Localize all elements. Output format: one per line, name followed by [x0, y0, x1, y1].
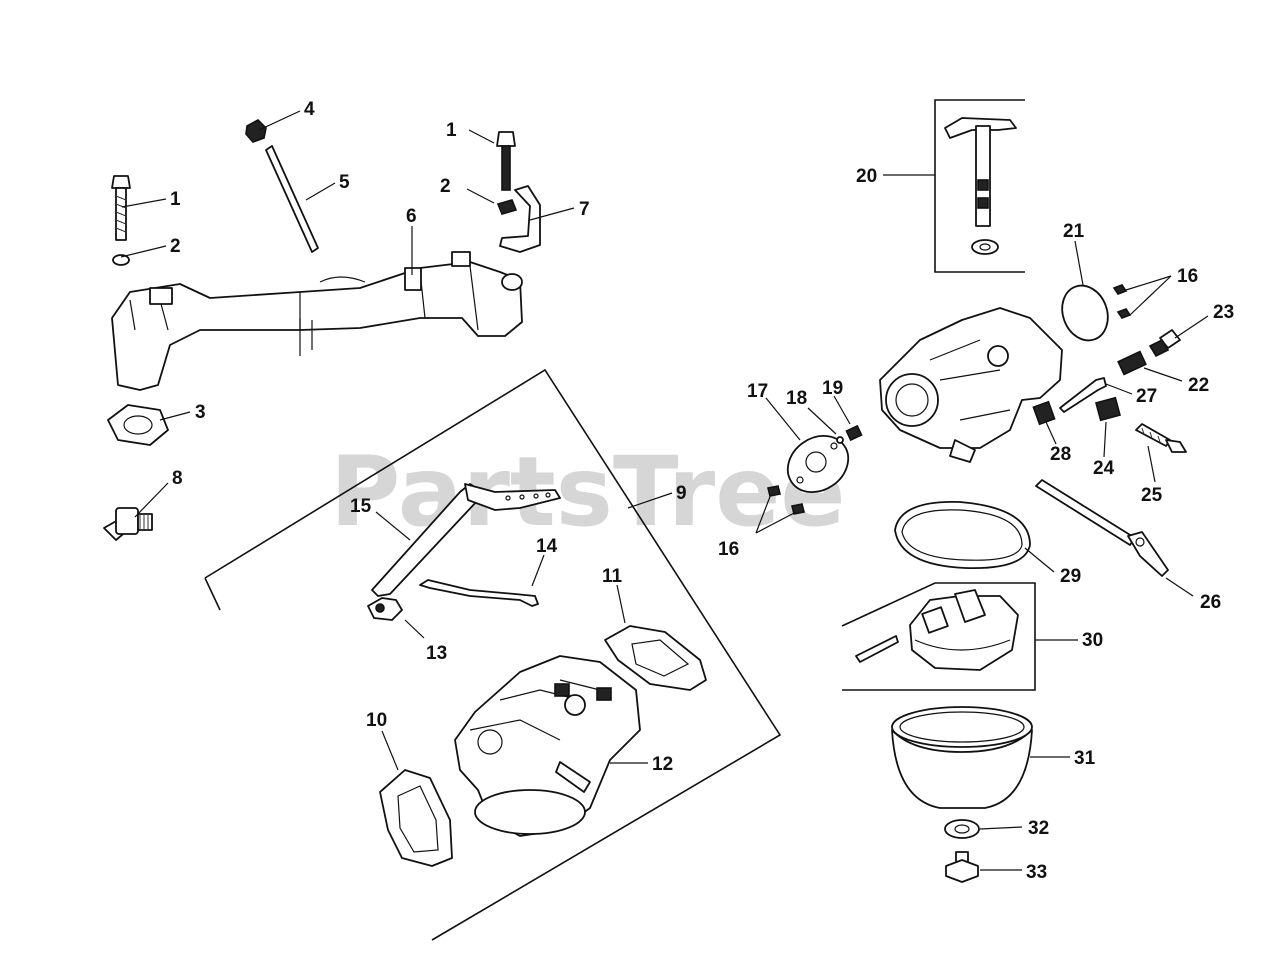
callout-25: 25 [1141, 485, 1163, 506]
clip-13 [367, 597, 403, 621]
carburetor-12 [454, 655, 641, 837]
callout-16-upper: 16 [1177, 266, 1198, 287]
bolt-1-middle [496, 131, 516, 191]
needle-27 [1059, 377, 1107, 413]
washer-32-hole [954, 824, 970, 834]
callout-6: 6 [406, 206, 417, 227]
callout-11: 11 [602, 566, 623, 587]
leader-lines [120, 110, 1209, 871]
callout-33: 33 [1026, 862, 1047, 883]
throttle-lever-15 [371, 483, 561, 597]
bracket-7 [499, 185, 541, 253]
spring-24 [1095, 396, 1121, 422]
callout-13: 13 [426, 643, 447, 664]
callout-1: 1 [170, 189, 181, 210]
callout-28: 28 [1050, 444, 1071, 465]
callout-20: 20 [856, 166, 877, 187]
choke-shaft-20 [944, 117, 1017, 255]
callout-29: 29 [1060, 566, 1081, 587]
callout-32: 32 [1028, 818, 1049, 839]
callout-5: 5 [339, 172, 350, 193]
spring-28 [1032, 400, 1056, 426]
diaphragm-17 [786, 434, 850, 494]
drain-plug-33 [945, 851, 979, 883]
callout-23: 23 [1213, 302, 1234, 323]
gasket-11 [604, 625, 707, 691]
nut-4 [245, 119, 267, 143]
assembly-frame-9 [204, 368, 782, 941]
washer-2-middle [496, 199, 518, 215]
callout-16-lower: 16 [718, 539, 739, 560]
callout-labels: 1 4 5 2 6 1 2 7 3 8 9 15 14 11 13 10 12 … [170, 99, 1234, 883]
callout-3: 3 [195, 402, 206, 423]
callout-1-b: 1 [446, 120, 457, 141]
elbow-fitting-8 [103, 507, 153, 541]
callout-26: 26 [1200, 592, 1221, 613]
spring-22 [1117, 350, 1147, 376]
gasket-ring-29 [894, 501, 1031, 570]
callout-8: 8 [172, 468, 183, 489]
callout-2-b: 2 [440, 176, 451, 197]
gasket-10 [379, 769, 453, 867]
callout-24: 24 [1093, 458, 1115, 479]
callout-21: 21 [1063, 221, 1085, 242]
callout-19: 19 [822, 378, 843, 399]
washer-2-left [112, 254, 130, 266]
ball-18 [836, 436, 844, 444]
choke-plate-21 [1061, 284, 1109, 342]
callout-12: 12 [652, 754, 673, 775]
assembly-frame-left-edge [204, 577, 221, 611]
screws-16-lower [767, 485, 805, 515]
callout-18: 18 [786, 388, 807, 409]
callout-10: 10 [366, 710, 387, 731]
callout-9: 9 [676, 483, 687, 504]
gasket-3 [107, 404, 169, 446]
callout-4: 4 [304, 99, 315, 120]
callout-2: 2 [170, 236, 181, 257]
stud-5 [265, 145, 319, 253]
choke-shaft-frame-20 [934, 99, 1025, 273]
callout-30: 30 [1082, 630, 1103, 651]
needle-screw-23-tip [1148, 338, 1170, 358]
washer-32 [944, 819, 980, 839]
bolt-1-left [111, 175, 131, 241]
callout-17: 17 [747, 381, 768, 402]
watermark-text: PartsTree [330, 436, 845, 548]
intake-manifold [111, 251, 523, 391]
carburetor-body [879, 307, 1063, 463]
float-30 [855, 589, 1019, 671]
callout-7: 7 [579, 199, 590, 220]
callout-14: 14 [536, 536, 558, 557]
link-rod-14 [419, 579, 539, 607]
spring-19 [845, 424, 863, 442]
callout-15: 15 [350, 496, 372, 517]
callout-22: 22 [1188, 375, 1209, 396]
callout-27: 27 [1136, 386, 1157, 407]
float-frame-30 [841, 582, 1036, 691]
float-shaft-26 [1035, 479, 1169, 577]
float-bowl-31 [891, 706, 1033, 809]
screw-25 [1135, 423, 1187, 453]
callout-31: 31 [1074, 748, 1096, 769]
